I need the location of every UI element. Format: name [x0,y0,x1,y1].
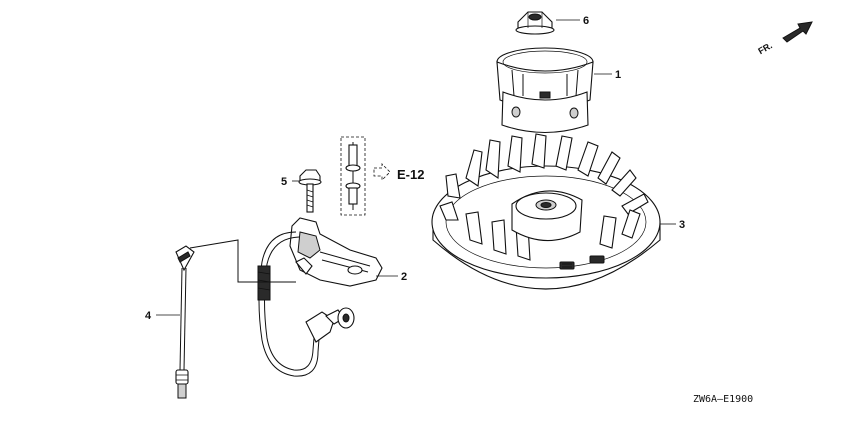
part-3-flywheel[interactable] [431,133,661,290]
reference-arrow [373,163,391,181]
callout-1[interactable]: 1 [615,69,621,81]
callout-3[interactable]: 3 [679,219,685,231]
part-2-ignition-coil[interactable] [257,217,383,377]
callout-6[interactable]: 6 [583,15,589,27]
callout-5[interactable]: 5 [281,176,287,188]
callout-2[interactable]: 2 [401,271,407,283]
front-direction-indicator: FR. [756,21,813,56]
reference-stud-bolts [340,136,366,216]
part-6-flange-nut[interactable] [515,11,555,35]
front-direction-label: FR. [756,40,774,56]
part-4-stop-wire[interactable] [175,245,195,399]
part-1-starter-pulley[interactable] [496,47,594,134]
part-5-bolt[interactable] [298,169,322,213]
diagram-code: ZW6A—E1900 [693,394,753,405]
callout-4[interactable]: 4 [145,310,152,322]
reference-label-e12[interactable]: E-12 [397,167,424,182]
arrow-right-icon [782,21,813,43]
stop-wire-route [189,239,296,283]
